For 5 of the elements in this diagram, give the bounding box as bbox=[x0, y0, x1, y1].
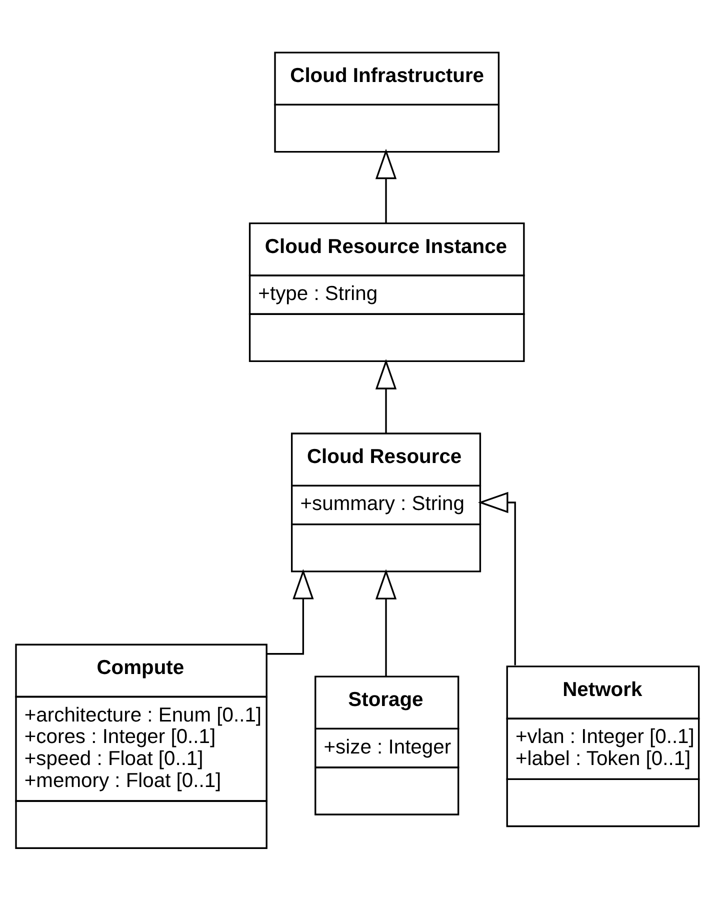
arrow bbox=[375, 569, 397, 677]
arrow bbox=[375, 359, 397, 434]
arrow bbox=[266, 568, 314, 655]
arrow bbox=[375, 148, 397, 223]
arrow bbox=[478, 492, 516, 666]
